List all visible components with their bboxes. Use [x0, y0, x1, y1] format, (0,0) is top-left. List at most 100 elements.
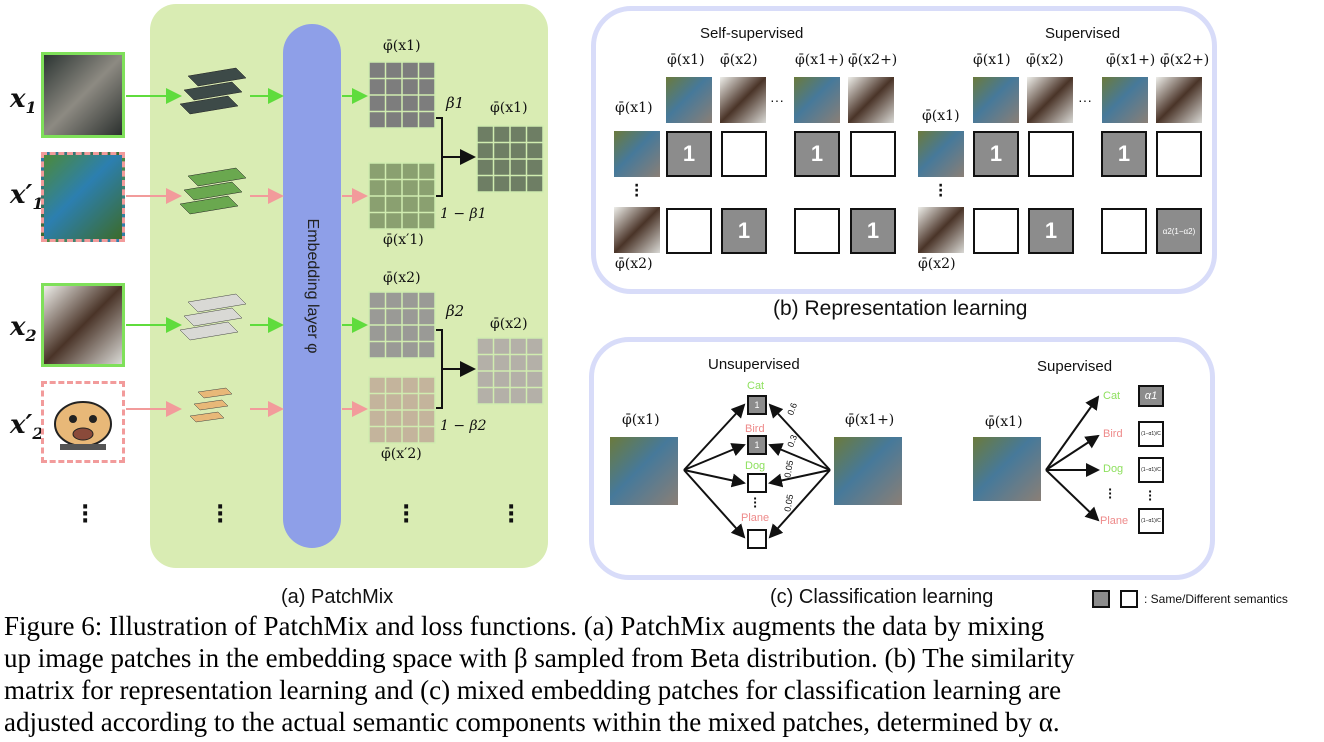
phi-right-label: φ̄(x1+)	[845, 412, 895, 428]
mixed-thumbnail	[666, 77, 712, 123]
figure-caption-line: Figure 6: Illustration of PatchMix and l…	[4, 611, 1045, 641]
one-minus-beta1-label: 1 − β1	[440, 206, 487, 222]
class-label-cat: Cat	[747, 380, 765, 392]
row-thumbnail	[614, 207, 660, 253]
row-thumbnail	[918, 207, 964, 253]
col-label: φ̄(x1+)	[795, 52, 845, 68]
mixed-thumbnail	[1102, 77, 1148, 123]
unsupervised-title: Unsupervised	[708, 356, 800, 373]
figure-caption-line: matrix for representation learning and (…	[4, 675, 1062, 705]
mixed-thumbnail	[794, 77, 840, 123]
phi-x2-label: φ̄(x2)	[383, 270, 421, 286]
label-x1-prime: x′1	[10, 180, 44, 214]
similarity-cell-same: 1	[666, 131, 712, 177]
caption-c: (c) Classification learning	[770, 586, 994, 608]
class-cell-alpha: α1	[1138, 385, 1164, 407]
class-ellipsis: ···	[1108, 483, 1113, 504]
similarity-cell-different	[721, 131, 767, 177]
ellipsis-dots: ···	[81, 495, 90, 534]
bird-image	[41, 152, 125, 242]
class-label-plane: Plane	[741, 512, 770, 524]
dog-image	[41, 283, 125, 367]
self-supervised-header: Self-supervised	[700, 25, 804, 42]
mixed-image-sup	[973, 437, 1041, 501]
beta1-label: β1	[446, 94, 465, 112]
col-ellipsis: ···	[1078, 92, 1092, 108]
figure-caption-line: up image patches in the embedding space …	[4, 643, 1075, 673]
similarity-cell-same: 1	[1028, 208, 1074, 254]
phi-mix2-label: φ̄(x2)	[490, 316, 528, 332]
row-thumbnail	[614, 131, 660, 177]
similarity-cell-same: 1	[1101, 131, 1147, 177]
embedding-layer-bar	[283, 24, 341, 548]
supervised-header: Supervised	[1045, 25, 1121, 42]
col-label: φ̄(x1+)	[1106, 52, 1156, 68]
similarity-cell-same: 1	[973, 131, 1019, 177]
col-label: φ̄(x1)	[667, 52, 705, 68]
class-cell	[747, 529, 767, 549]
ellipsis-dots: ···	[507, 495, 516, 534]
supervised-title: Supervised	[1037, 358, 1113, 375]
similarity-cell-different	[1101, 208, 1147, 254]
class-label-bird: Bird	[1103, 428, 1123, 440]
phi-x2-prime-label: φ̄(x′2)	[381, 446, 422, 462]
similarity-cell-different	[1028, 131, 1074, 177]
class-cell-fraction: (1−α1)/C	[1138, 457, 1164, 483]
col-ellipsis: ···	[770, 92, 784, 108]
class-label-bird: Bird	[745, 423, 765, 435]
class-cell	[747, 473, 767, 493]
row-thumbnail	[918, 131, 964, 177]
figure-caption-line: adjusted according to the actual semanti…	[4, 707, 1060, 737]
class-ellipsis: ···	[1148, 485, 1153, 506]
similarity-cell-different	[850, 131, 896, 177]
class-ellipsis: ···	[753, 492, 758, 513]
one-minus-beta2-label: 1 − β2	[440, 418, 487, 434]
mixed-thumbnail	[1156, 77, 1202, 123]
class-label-dog: Dog	[1103, 463, 1124, 475]
row-ellipsis: ···	[938, 178, 944, 204]
caption-b: (b) Representation learning	[773, 297, 1028, 320]
class-cell: 1	[747, 395, 767, 415]
caption-a: (a) PatchMix	[281, 586, 394, 608]
similarity-cell-same: 1	[794, 131, 840, 177]
class-label-plane: Plane	[1100, 515, 1129, 527]
bulldog-image	[41, 381, 125, 463]
phi-x1-label: φ̄(x1)	[383, 38, 421, 54]
mixed-thumbnail	[720, 77, 766, 123]
class-label-cat: Cat	[1103, 390, 1121, 402]
col-label: φ̄(x2)	[720, 52, 758, 68]
phi-left-label: φ̄(x1)	[622, 412, 660, 428]
mixed-image-left	[610, 437, 678, 505]
similarity-cell-partial: α2(1−α2)	[1156, 208, 1202, 254]
label-x2-prime: x′2	[10, 410, 44, 444]
mixed-thumbnail	[848, 77, 894, 123]
legend-text: : Same/Different semantics	[1144, 592, 1288, 606]
label-x1: x1	[10, 84, 37, 118]
row-ellipsis: ···	[634, 178, 640, 204]
cat-image	[41, 52, 125, 138]
similarity-cell-same: 1	[850, 208, 896, 254]
ellipsis-dots: ···	[216, 495, 225, 534]
similarity-cell-different	[794, 208, 840, 254]
legend-different-swatch	[1120, 590, 1138, 608]
class-cell: 1	[747, 435, 767, 455]
legend-same-swatch	[1092, 590, 1110, 608]
row-label: φ̄(x1)	[922, 108, 960, 124]
beta2-label: β2	[446, 302, 465, 320]
class-label-dog: Dog	[745, 460, 766, 472]
col-label: φ̄(x2+)	[1160, 52, 1210, 68]
similarity-cell-different	[1156, 131, 1202, 177]
class-cell-fraction: (1−α1)/C	[1138, 421, 1164, 447]
mixed-thumbnail	[973, 77, 1019, 123]
similarity-cell-different	[973, 208, 1019, 254]
phi-x1-prime-label: φ̄(x′1)	[383, 232, 424, 248]
row-label: φ̄(x2)	[918, 256, 956, 272]
similarity-cell-same: 1	[721, 208, 767, 254]
mixed-image-right	[834, 437, 902, 505]
row-label: φ̄(x2)	[615, 256, 653, 272]
label-x2: x2	[10, 312, 37, 346]
phi-sup-label: φ̄(x1)	[985, 414, 1023, 430]
row-label: φ̄(x1)	[615, 100, 653, 116]
